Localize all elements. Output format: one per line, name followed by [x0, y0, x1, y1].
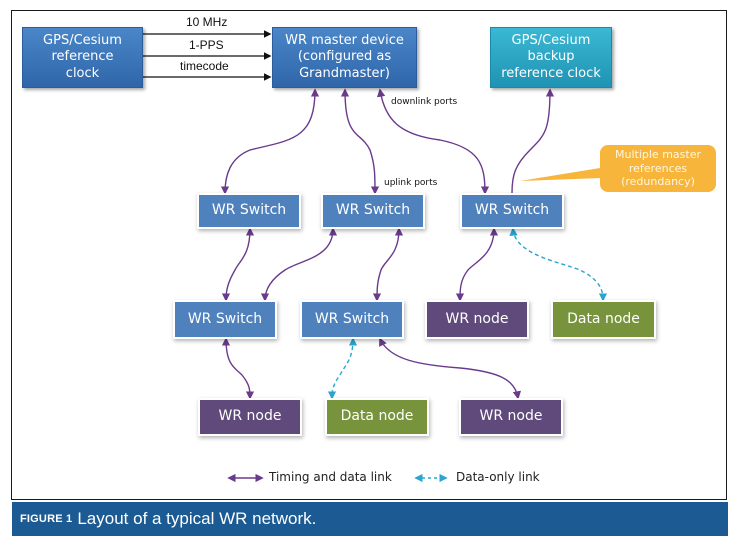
signal-label-timecode: timecode	[180, 59, 229, 73]
wr-switch-r2-2: WR Switch	[300, 300, 404, 339]
link-s3-wrnode	[455, 227, 499, 302]
wr-switch-r2-1: WR Switch	[173, 300, 277, 339]
data-node-label: Data node	[340, 408, 414, 425]
link-r2s1-wrnode	[221, 337, 255, 400]
figure-number: FIGURE 1	[20, 513, 73, 525]
uplink-ports-label: uplink ports	[384, 178, 438, 188]
wr-node-r2: WR node	[425, 300, 529, 339]
link-master-switch3	[376, 88, 490, 195]
link-backup-switch3	[511, 88, 555, 194]
link-s2-r2s1	[260, 227, 338, 302]
wr-switch-label: WR Switch	[211, 202, 287, 219]
figure-caption: FIGURE 1 Layout of a typical WR network.	[12, 502, 728, 536]
link-s1-r2s1	[221, 227, 255, 302]
wr-switch-r1-1: WR Switch	[197, 193, 301, 229]
wr-switch-label: WR Switch	[474, 202, 550, 219]
redundancy-callout-text: Multiple master references (redundancy)	[615, 147, 701, 189]
wr-switch-label: WR Switch	[187, 310, 263, 327]
signal-label-10mhz: 10 MHz	[186, 15, 228, 29]
wr-node-label: WR node	[479, 408, 543, 425]
data-node-label: Data node	[567, 310, 640, 327]
legend-timing: Timing and data link	[269, 470, 392, 484]
gps-backup-reference-clock: GPS/Cesium backup reference clock	[490, 27, 612, 88]
link-s3-datanode	[509, 227, 608, 302]
link-r2s2-wrnode	[379, 337, 522, 400]
wr-switch-r1-3: WR Switch	[460, 193, 564, 229]
wr-node-label: WR node	[445, 310, 509, 327]
wr-master-device: WR master device (configured as Grandmas…	[272, 27, 417, 88]
data-node-r3: Data node	[325, 398, 429, 436]
gps-reference-clock-label: GPS/Cesium reference clock	[43, 33, 122, 81]
redundancy-callout: Multiple master references (redundancy)	[600, 145, 716, 192]
gps-backup-reference-clock-label: GPS/Cesium backup reference clock	[501, 33, 601, 81]
data-node-r2: Data node	[551, 300, 656, 339]
wr-node-label: WR node	[218, 408, 282, 425]
callout-pointer	[520, 168, 602, 181]
link-master-switch2	[340, 88, 380, 195]
wr-switch-label: WR Switch	[314, 310, 390, 327]
link-master-switch1	[220, 88, 320, 195]
wr-master-device-label: WR master device (configured as Grandmas…	[285, 33, 404, 81]
legend-timing-label: Timing and data link	[269, 470, 392, 484]
wr-node-r3-2: WR node	[459, 398, 563, 436]
wr-switch-r1-2: WR Switch	[321, 193, 425, 229]
figure-title: Layout of a typical WR network.	[77, 509, 317, 528]
link-s2-r2s2	[372, 227, 404, 302]
wr-node-r3-1: WR node	[198, 398, 302, 436]
legend-data-only: Data-only link	[456, 470, 540, 484]
wr-switch-label: WR Switch	[335, 202, 411, 219]
signal-label-1pps: 1-PPS	[189, 38, 224, 52]
gps-reference-clock: GPS/Cesium reference clock	[22, 27, 143, 88]
link-r2s2-datanode	[327, 337, 358, 400]
legend-data-only-label: Data-only link	[456, 470, 540, 484]
downlink-ports-label: downlink ports	[391, 97, 458, 107]
